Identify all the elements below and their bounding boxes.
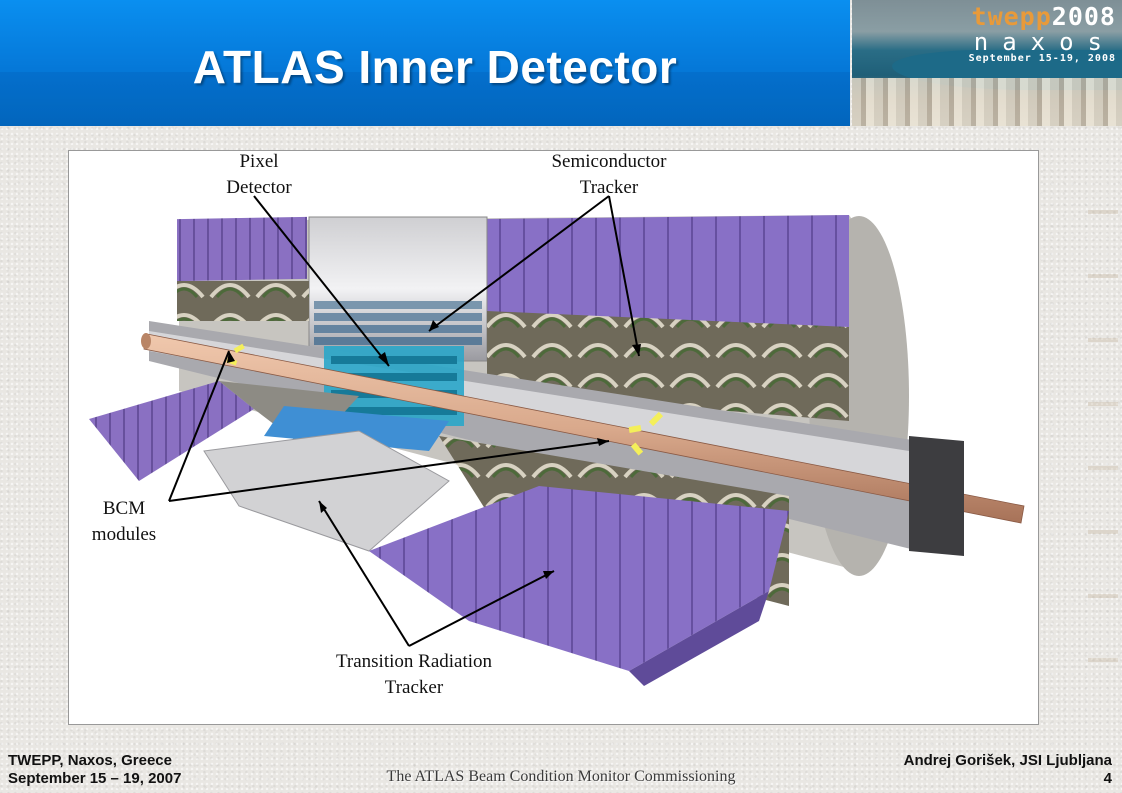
footer-event: TWEPP, Naxos, Greece September 15 – 19, … xyxy=(8,752,182,787)
harbor-town xyxy=(852,78,1122,126)
slide-title: ATLAS Inner Detector xyxy=(192,41,678,93)
right-end-cap xyxy=(909,436,964,556)
trt-module-edge xyxy=(629,591,769,686)
banner-location: naxos xyxy=(973,28,1116,56)
annotation-arrows xyxy=(168,195,640,647)
title-bar xyxy=(0,0,850,126)
bcm-module-right xyxy=(628,411,664,456)
page-number: 4 xyxy=(1103,770,1112,787)
left-endcap xyxy=(177,281,309,321)
trt-module-top-left xyxy=(177,216,307,282)
banner-dates: September 15-19, 2008 xyxy=(968,53,1116,64)
trt-module-lower-left xyxy=(89,381,254,481)
side-decoration xyxy=(1088,150,1118,670)
trt-barrel-open xyxy=(203,430,450,552)
arrow-heads xyxy=(227,320,641,579)
footer-author: Andrej Gorišek, JSI Ljubljana 4 xyxy=(903,752,1112,787)
sct-layers xyxy=(314,301,482,345)
beam-pipe-end xyxy=(141,333,151,349)
trt-module-lower-front xyxy=(369,486,789,671)
conference-banner: twepp2008 naxos September 15-19, 2008 xyxy=(852,0,1122,126)
detector-illustration xyxy=(89,195,1025,686)
trt-module-top-right xyxy=(487,215,849,329)
footer-talk-title: The ATLAS Beam Condition Monitor Commiss… xyxy=(386,768,736,785)
banner-logo: twepp2008 xyxy=(971,2,1116,31)
